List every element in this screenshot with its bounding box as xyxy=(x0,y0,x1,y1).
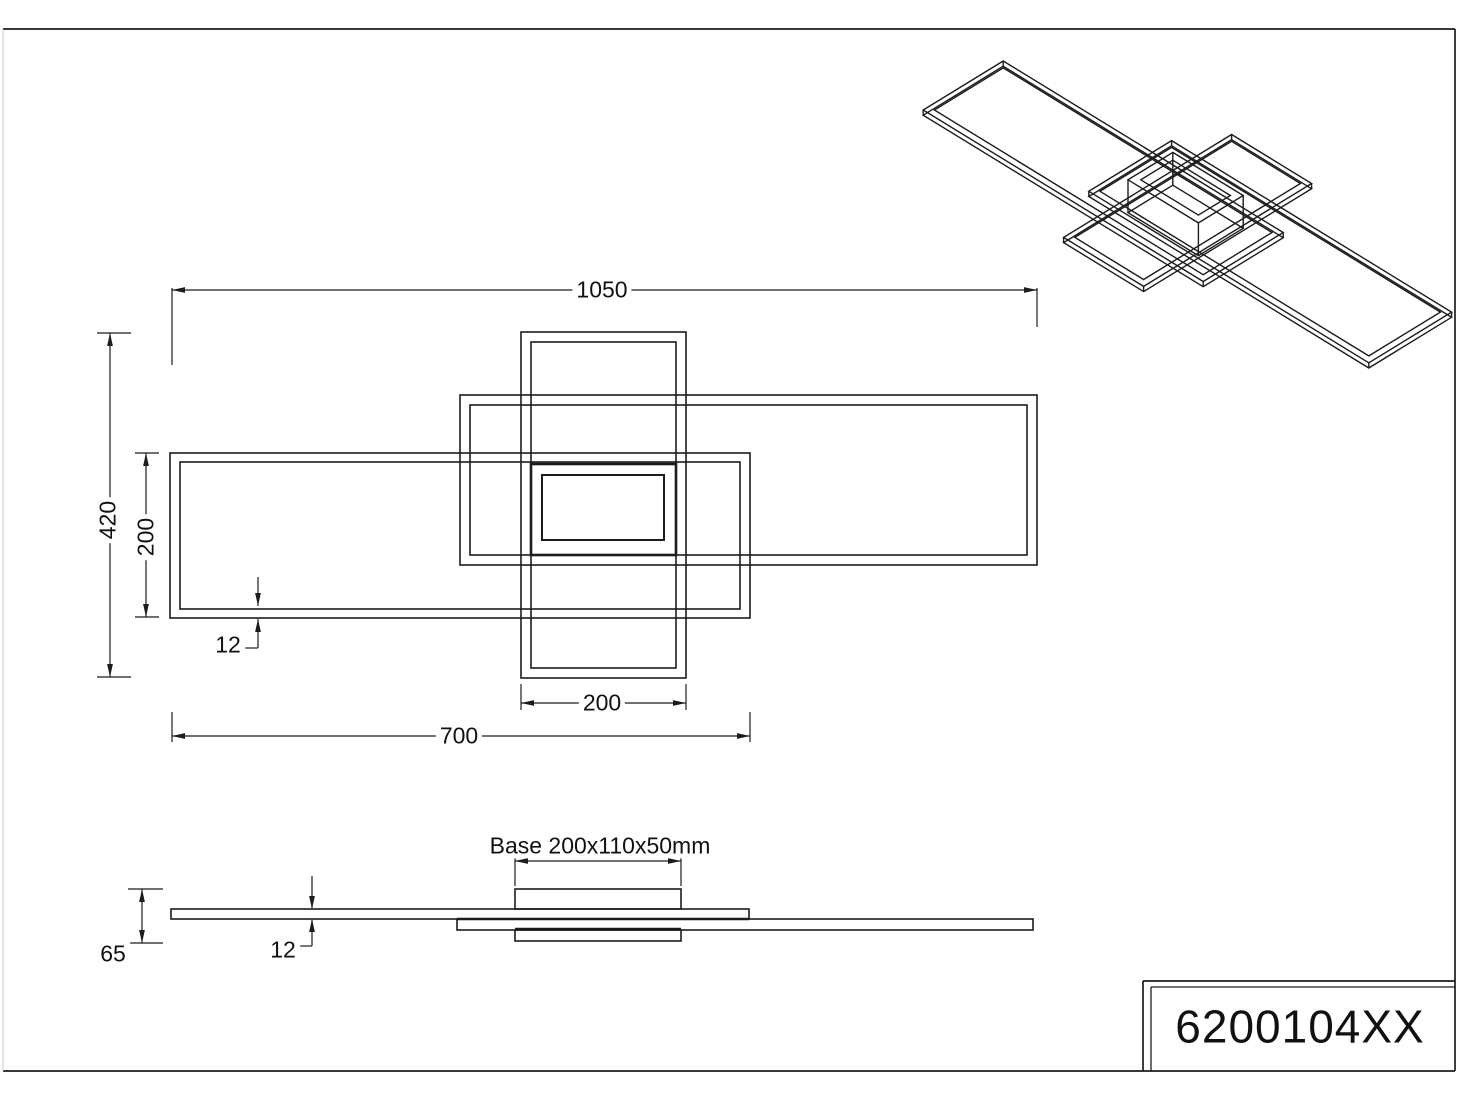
dim-center-frame-width-label: 200 xyxy=(578,690,626,716)
dim-left-frame-width-label: 700 xyxy=(435,723,483,749)
title-block xyxy=(1142,980,1455,1071)
dim-left-frame-height-label: 200 xyxy=(132,513,159,561)
dim-total-height-label: 420 xyxy=(94,496,121,544)
dim-total-width-label: 1050 xyxy=(572,277,632,303)
top-view-dimensions xyxy=(97,287,1038,742)
base-size-label: Base 200x110x50mm xyxy=(485,833,715,859)
top-view-frames xyxy=(169,331,1038,679)
sheet-border xyxy=(2,28,1456,1072)
dim-side-profile-label: 12 xyxy=(266,937,300,963)
side-view-dimensions xyxy=(126,853,682,947)
side-view-profile xyxy=(170,888,1034,942)
dim-side-height-label: 65 xyxy=(96,941,130,967)
dim-profile-thickness-label: 12 xyxy=(211,632,245,658)
part-number: 6200104XX xyxy=(1165,1002,1435,1053)
isometric-view xyxy=(921,60,1453,369)
